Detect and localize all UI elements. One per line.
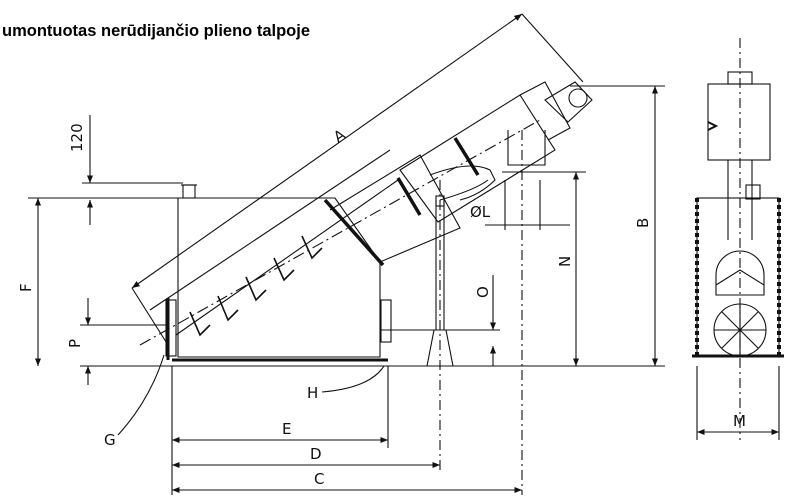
label-e: E [282,420,291,438]
label-o: O [474,286,492,298]
label-l: ØL [470,203,491,221]
label-c: C [314,470,324,488]
label-d: D [310,445,322,463]
screw-axis [139,119,541,346]
gear-housing [519,81,571,141]
label-m: M [733,412,746,430]
label-h: H [307,384,318,402]
right-flange [380,299,392,343]
motor-fan-icon [568,88,588,108]
motor-block [544,81,593,123]
screw-flights [189,235,323,337]
label-a: A [330,125,349,146]
left-flange [165,299,177,357]
label-n: N [556,256,574,267]
label-g: G [104,431,116,449]
side-view [692,38,784,440]
dimension-line-a [131,13,523,289]
label-120: 120 [68,123,86,152]
label-b: B [634,218,652,228]
label-f: F [17,283,35,292]
leader-h [321,365,385,393]
screw-tube-bottom-edge [175,179,399,336]
tank-lid-knob [182,184,196,199]
cone-flange [323,198,385,267]
label-p: P [66,339,84,348]
tank-outline [177,197,381,358]
leader-g [117,354,165,436]
screw-housing [715,250,765,296]
